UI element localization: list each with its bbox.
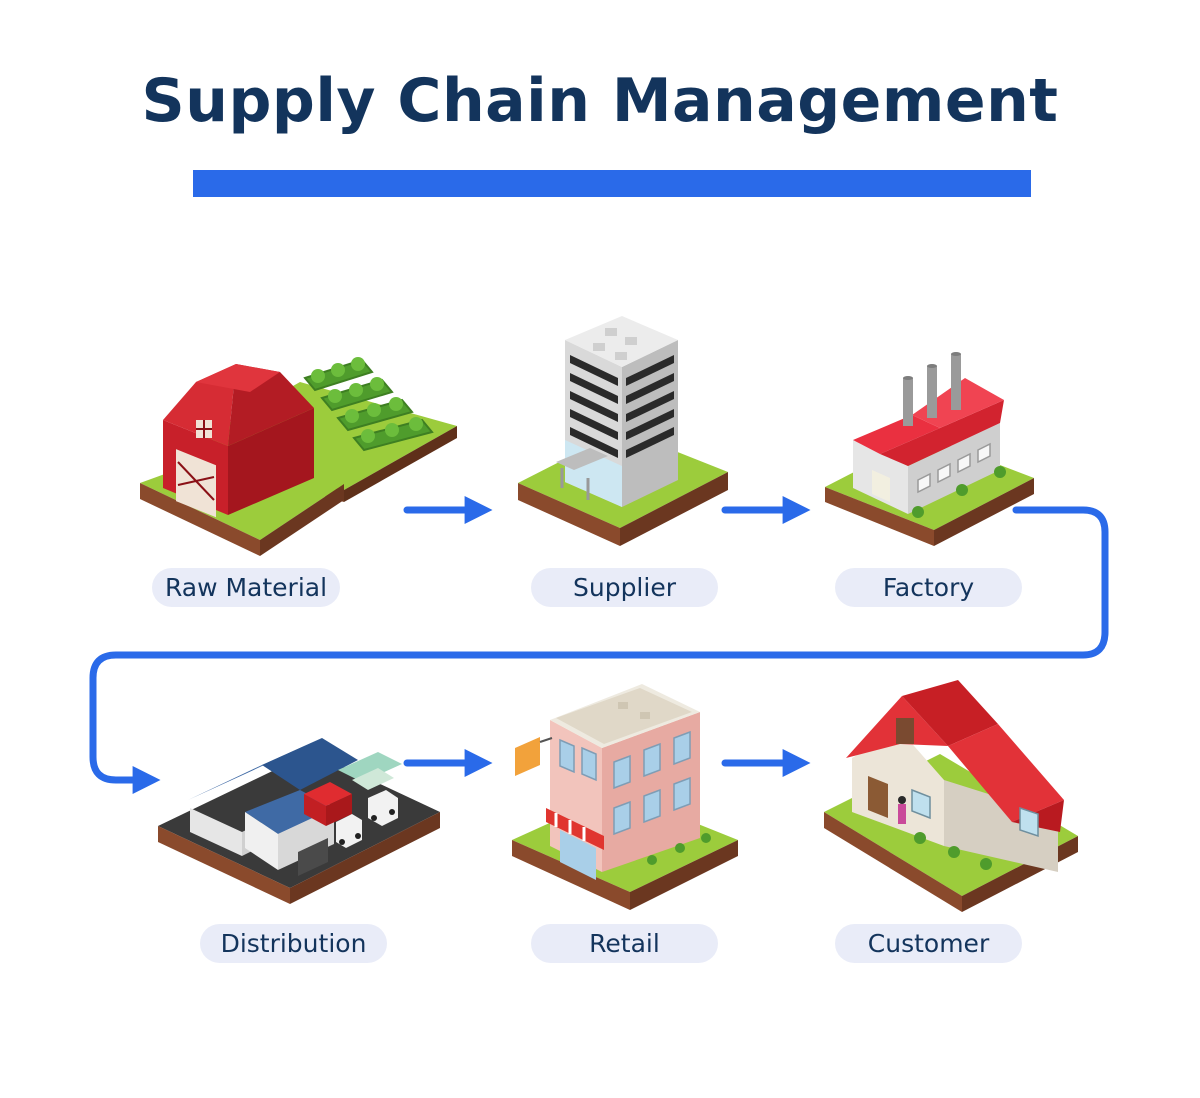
stage-label-factory: Factory <box>835 568 1022 607</box>
retail-store-icon <box>512 684 738 910</box>
page-title: Supply Chain Management <box>141 66 1059 136</box>
barn-farm-icon <box>140 357 457 556</box>
factory-icon <box>825 352 1034 546</box>
stage-label-customer: Customer <box>835 924 1022 963</box>
warehouse-trucks-icon <box>158 738 440 904</box>
stage-label-distribution: Distribution <box>200 924 387 963</box>
stage-label-raw-material: Raw Material <box>152 568 340 607</box>
flow-arrows <box>89 496 1109 794</box>
stage-label-retail: Retail <box>531 924 718 963</box>
arrow-factory-to-distribution <box>89 506 1109 794</box>
stage-label-supplier: Supplier <box>531 568 718 607</box>
office-building-icon <box>518 316 728 546</box>
house-icon <box>824 680 1078 912</box>
title-underline <box>193 170 1031 197</box>
